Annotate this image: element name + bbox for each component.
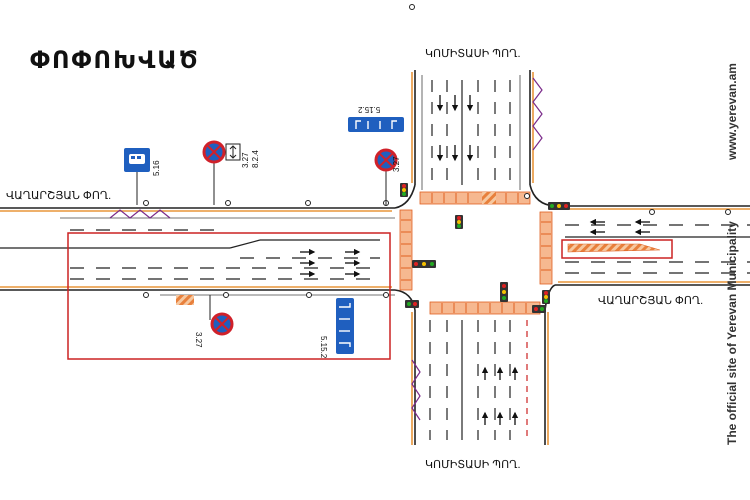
street-label-west: ՎԱՂԱՐՇՅԱՆ ՓՈՂ.: [6, 190, 112, 202]
street-label-south: ԿՈՄԻՏԱՍԻ ՊՈՂ.: [425, 459, 521, 471]
west-highlight-box: [67, 232, 391, 360]
sign-code-516: 5.16: [152, 160, 161, 176]
lane-sign-5-15-2-top: [348, 117, 404, 132]
sign-code-327a: 3.27: [241, 152, 250, 168]
street-label-north: ԿՈՄԻՏԱՍԻ ՊՈՂ.: [425, 48, 521, 60]
crosswalks: [176, 191, 553, 315]
sign-8-2-4: [225, 143, 241, 161]
watermark-line2: www.yerevan.am: [725, 63, 739, 160]
sidewalk-edges: [60, 75, 521, 296]
traffic-light-icon: [548, 202, 570, 210]
hatched-island: [567, 243, 661, 253]
traffic-lights: [400, 183, 570, 313]
street-label-east: ՎԱՂԱՐՇՅԱՆ ՓՈՂ.: [598, 295, 704, 307]
watermark-line1: The official site of Yerevan Municipalit…: [725, 221, 739, 445]
traffic-light-icon: [455, 215, 463, 229]
sign-code-327-bottom: 3.27: [194, 332, 203, 348]
lane-markings: [0, 80, 750, 440]
traffic-light-icon: [500, 282, 508, 302]
traffic-light-icon: [412, 260, 436, 268]
sign-code-327b: 3.27: [392, 156, 401, 172]
no-stopping-sign-b: [374, 148, 398, 172]
traffic-light-icon: [405, 300, 419, 308]
sign-poles: [143, 4, 731, 298]
sign-code-824: 8.2.4: [251, 150, 260, 168]
sign-5-16: [124, 148, 150, 172]
no-stopping-sign-c: [210, 312, 234, 336]
road-edges: [0, 70, 750, 445]
sign-posts: [136, 163, 387, 320]
sign-code-5152-top: 5.15.2: [358, 105, 381, 114]
purple-medians: [109, 77, 543, 421]
east-highlight-box: [561, 239, 673, 259]
curb-lines: [0, 72, 750, 445]
lane-arrows: [300, 95, 650, 425]
sign-code-5152-bottom: 5.15.2: [319, 336, 328, 359]
traffic-light-icon: [400, 183, 408, 197]
traffic-light-icon: [532, 305, 546, 313]
crosswalk-stripes: [401, 193, 551, 313]
no-stopping-sign-a: [202, 140, 226, 164]
page-title: ՓՈՓՈԽՎԱԾ: [30, 46, 200, 74]
lane-sign-5-15-2-bottom: [336, 298, 354, 354]
traffic-light-icon: [542, 290, 550, 304]
